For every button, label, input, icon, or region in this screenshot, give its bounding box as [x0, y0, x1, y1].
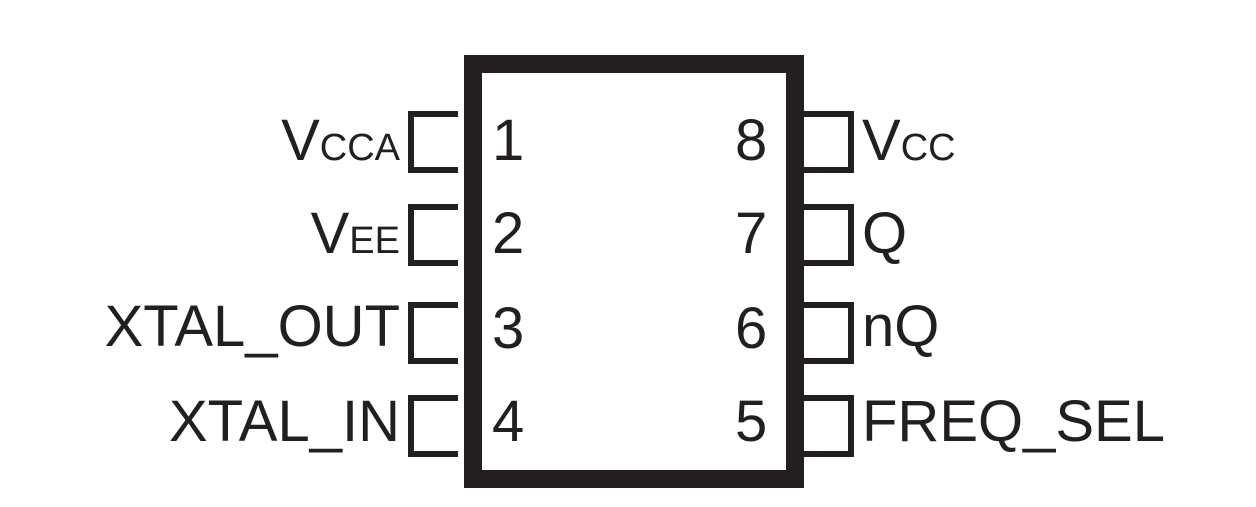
pin-label-sub: EE — [349, 220, 400, 262]
pin-number-2: 2 — [492, 201, 525, 266]
pin-1-stub — [408, 111, 458, 173]
pin-4-stub — [408, 395, 458, 457]
pin-number-5: 5 — [735, 389, 768, 454]
pin-label-vee: VEE — [311, 205, 400, 270]
ic-package-body — [464, 55, 804, 488]
pin-label-main: nQ — [862, 294, 940, 359]
pin-label-freq-sel: FREQ_SEL — [862, 393, 1165, 451]
pin-3-stub — [408, 302, 458, 364]
pin-label-main: FREQ_SEL — [862, 389, 1165, 454]
pin-label-main: XTAL_IN — [168, 389, 400, 454]
pin-label-xtal-out: XTAL_OUT — [105, 298, 400, 356]
pin-label-sub: CC — [900, 127, 956, 169]
pin-label-main: Q — [862, 201, 908, 266]
pin-label-main: V — [281, 108, 320, 173]
pin-8-stub — [804, 111, 854, 173]
pin-label-nq: nQ — [862, 298, 939, 356]
pin-label-sub: CCA — [319, 127, 400, 169]
pin-7-stub — [804, 204, 854, 266]
pin-6-stub — [804, 302, 854, 364]
pin-label-main: V — [862, 108, 901, 173]
pin-number-3: 3 — [492, 296, 525, 361]
pin-number-1: 1 — [492, 108, 525, 173]
pin-label-xtal-in: XTAL_IN — [169, 393, 400, 451]
pin-label-vcca: VCCA — [281, 112, 400, 177]
pin-label-vcc: VCC — [862, 112, 956, 177]
pin-number-6: 6 — [735, 296, 768, 361]
pin-number-8: 8 — [735, 108, 768, 173]
pin-5-stub — [804, 395, 854, 457]
pin-label-q: Q — [862, 205, 907, 263]
pin-number-4: 4 — [492, 389, 525, 454]
pin-number-7: 7 — [735, 201, 768, 266]
pin-label-main: XTAL_OUT — [104, 294, 400, 359]
pin-label-main: V — [310, 201, 350, 266]
pin-2-stub — [408, 204, 458, 266]
